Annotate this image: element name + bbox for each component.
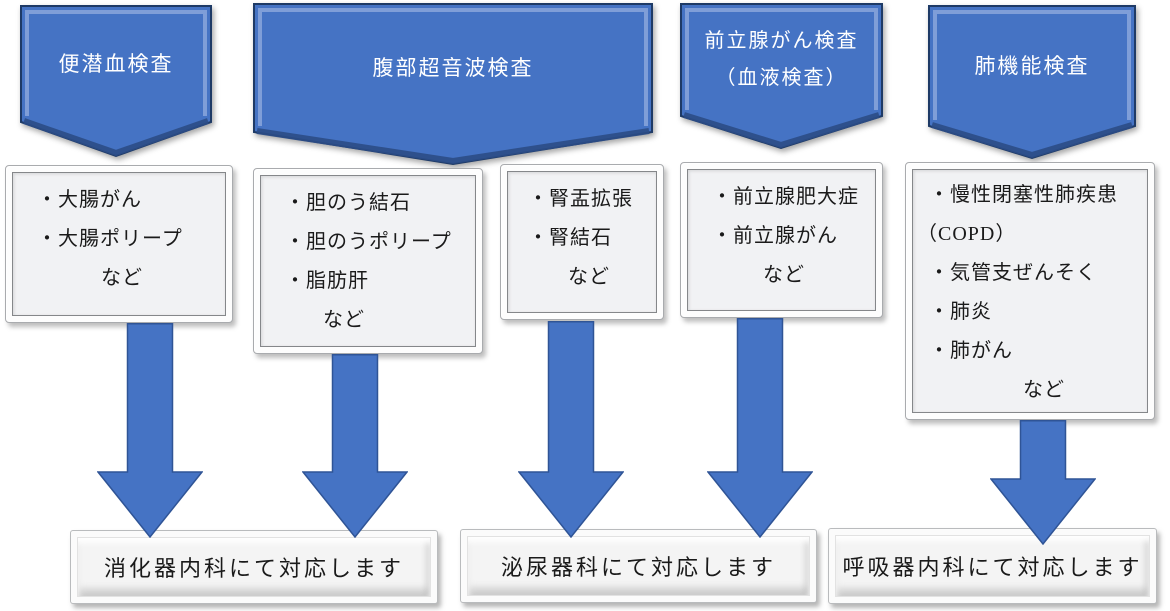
condition-item: ・前立腺がん [712,225,838,247]
etc-label: など [763,264,805,286]
condition-item: ・気管支ぜんそく [929,262,1097,284]
condition-item: ・胆のう結石 [285,192,411,214]
arrow-lung-to-respiratory [990,420,1096,545]
banner-prostate-cancer-test: 前立腺がん検査 （血液検査） [680,3,883,150]
dept-label: 呼吸器内科にて対応します [835,535,1150,597]
dept-label: 泌尿器科にて対応します [467,536,810,596]
condition-item: ・腎盂拡張 [528,188,633,210]
condition-item: ・脂肪肝 [285,270,369,292]
pennant-shape-icon [928,5,1136,160]
arrow-kidney-to-urology [518,321,624,538]
condition-item: ・大腸ポリープ [37,228,183,250]
banner-pulmonary-function-test: 肺機能検査 [928,5,1136,160]
etc-label: など [101,267,143,289]
condition-item: ・腎結石 [528,227,612,249]
conditions-prostate-box: ・前立腺肥大症 ・前立腺がん など [680,162,883,318]
down-arrow-icon [518,321,624,538]
banner-abdominal-ultrasound: 腹部超音波検査 [253,3,653,166]
arrow-gallbladder-to-gastroenterology [302,354,408,538]
down-arrow-icon [97,323,203,538]
etc-label: など [568,266,610,288]
dept-label: 消化器内科にて対応します [77,537,431,597]
condition-item: ・肺炎 [929,301,992,323]
arrow-colon-to-gastroenterology [97,323,203,538]
arrow-prostate-to-urology [707,318,813,538]
dept-urology-box: 泌尿器科にて対応します [460,529,817,603]
dept-respiratory-box: 呼吸器内科にて対応します [828,528,1157,604]
pennant-shape-icon [20,5,212,158]
condition-item: ・胆のうポリープ [285,231,452,253]
down-arrow-icon [990,420,1096,545]
banner-label: 便潜血検査 [58,51,174,76]
condition-item: ・大腸がん [37,189,142,211]
banner-label-line2: （血液検査） [715,67,848,89]
condition-item: ・慢性閉塞性肺疾患 [929,184,1118,206]
banner-fecal-occult-blood-test: 便潜血検査 [20,5,212,158]
banner-label: 前立腺がん検査 （血液検査） [680,3,883,117]
banner-label-line1: 前立腺がん検査 [704,30,859,52]
banner-label: 腹部超音波検査 [372,55,534,80]
conditions-lung-box: ・慢性閉塞性肺疾患 （COPD） ・気管支ぜんそく ・肺炎 ・肺がん など [905,162,1155,420]
pennant-shape-icon [253,3,653,166]
condition-item: ・肺がん [929,340,1013,362]
conditions-kidney-box: ・腎盂拡張 ・腎結石 など [500,164,664,320]
down-arrow-icon [302,354,408,538]
conditions-gallbladder-box: ・胆のう結石 ・胆のうポリープ ・脂肪肝 など [253,168,483,354]
down-arrow-icon [707,318,813,538]
etc-label: など [1023,379,1065,401]
etc-label: など [323,309,365,331]
pennant-shape-icon [680,3,883,150]
dept-gastroenterology-box: 消化器内科にて対応します [70,530,438,604]
banner-label: 肺機能検査 [974,53,1090,78]
condition-item: ・前立腺肥大症 [712,186,859,208]
condition-item: （COPD） [917,223,1017,245]
conditions-colon-box: ・大腸がん ・大腸ポリープ など [5,165,233,323]
